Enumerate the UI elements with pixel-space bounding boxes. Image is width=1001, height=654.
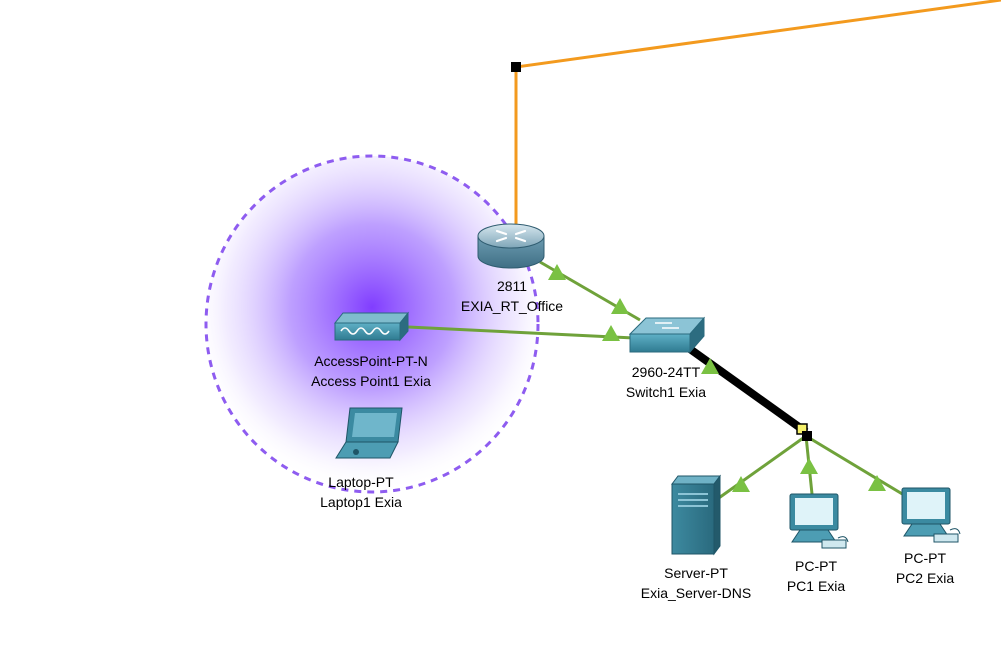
laptop-model: Laptop-PT — [328, 474, 394, 490]
server-label: Server-PT Exia_Server-DNS — [641, 563, 751, 603]
pc2-name: PC2 Exia — [895, 570, 955, 586]
access-point-label: AccessPoint-PT-N Access Point1 Exia — [311, 351, 431, 391]
pc2-model: PC-PT — [903, 550, 946, 566]
ethernet-link-hub-pc2[interactable] — [805, 434, 905, 497]
server-model: Server-PT — [664, 565, 728, 581]
laptop-name: Laptop1 Exia — [320, 494, 402, 510]
pc1-name: PC1 Exia — [786, 578, 846, 594]
server-name: Exia_Server-DNS — [640, 585, 752, 601]
link-up-marker — [602, 325, 620, 341]
switch-model: 2960-24TT — [631, 364, 701, 380]
link-up-marker — [732, 476, 750, 492]
link-up-marker — [701, 358, 719, 374]
hub-connection-point[interactable] — [796, 423, 812, 441]
pc1-label: PC-PT PC1 Exia — [787, 556, 845, 596]
access-point-name: Access Point1 Exia — [311, 373, 431, 389]
pc-icon[interactable] — [789, 493, 849, 549]
laptop-label: Laptop-PT Laptop1 Exia — [320, 472, 402, 512]
access-point-model: AccessPoint-PT-N — [314, 353, 428, 369]
link-up-marker — [548, 264, 566, 280]
ethernet-link-ap-switch[interactable] — [407, 325, 635, 340]
switch-name: Switch1 Exia — [625, 384, 707, 400]
switch-label: 2960-24TT Switch1 Exia — [626, 362, 706, 402]
link-up-markers — [548, 264, 886, 492]
ethernet-link-hub-server[interactable] — [715, 434, 807, 502]
server-icon[interactable] — [671, 474, 721, 556]
router-model: 2811 — [496, 278, 528, 294]
switch-icon[interactable] — [628, 316, 706, 354]
laptop-icon[interactable] — [335, 407, 403, 459]
link-up-marker — [611, 298, 629, 314]
router-name: EXIA_RT_Office — [460, 298, 564, 314]
pc1-model: PC-PT — [794, 558, 837, 574]
pc-icon[interactable] — [901, 487, 961, 543]
pc2-label: PC-PT PC2 Exia — [896, 548, 954, 588]
wan-link[interactable] — [511, 0, 1001, 232]
router-label: 2811 EXIA_RT_Office — [461, 276, 563, 316]
link-up-marker — [868, 475, 886, 491]
router-icon[interactable] — [477, 223, 545, 269]
access-point-icon[interactable] — [333, 311, 410, 342]
trunk-link-switch-hub[interactable] — [687, 345, 809, 436]
link-bend-point — [511, 62, 521, 72]
link-up-marker — [800, 458, 818, 474]
